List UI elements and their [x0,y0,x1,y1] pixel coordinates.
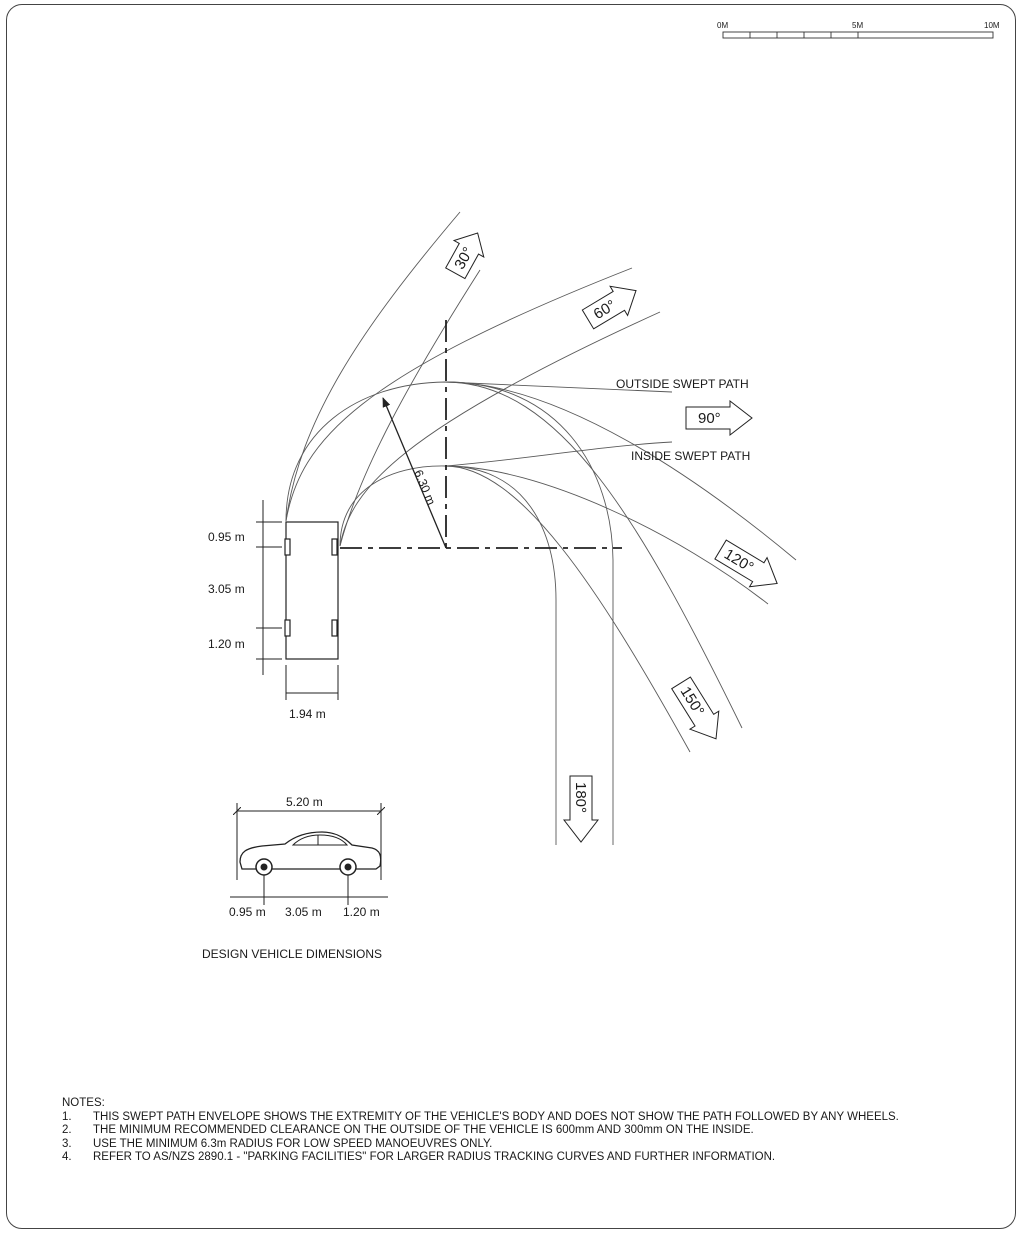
radius-dimension: 6.30 m [382,397,447,549]
wheel-rear-left [284,619,291,637]
path-180-outer [444,381,614,845]
scale-label-10: 10M [984,21,1000,30]
note-text: THE MINIMUM RECOMMENDED CLEARANCE ON THE… [93,1124,754,1136]
outside-swept-path-label: OUTSIDE SWEPT PATH [616,377,749,391]
swept-path-curves [285,211,797,845]
side-view-vehicle [239,831,382,876]
angle-arrow-180: 180° [562,775,600,843]
note-number: 2. [62,1124,72,1136]
inside-swept-path-label: INSIDE SWEPT PATH [631,449,750,463]
plan-dimensions: 0.95 m 3.05 m 1.20 m 1.94 m [208,500,339,721]
path-120-inner [444,465,769,605]
car-windows [291,834,349,846]
angle-arrow-30: 30° [445,232,485,280]
note-item: 1. THIS SWEPT PATH ENVELOPE SHOWS THE EX… [62,1111,992,1125]
wheel-front-right [331,538,338,556]
path-120-outer [444,381,797,561]
note-number: 1. [62,1110,72,1123]
path-60-outer [285,267,633,522]
note-text: USE THE MINIMUM 6.3m RADIUS FOR LOW SPEE… [93,1137,493,1150]
path-30-outer [285,211,461,522]
side-rear-overhang: 1.20 m [343,905,380,919]
design-vehicle-caption: DESIGN VEHICLE DIMENSIONS [202,947,382,961]
note-item: 4. REFER TO AS/NZS 2890.1 - "PARKING FAC… [62,1151,992,1165]
plan-front-overhang: 0.95 m [208,530,245,544]
radius-label: 6.30 m [411,468,438,507]
side-front-overhang: 0.95 m [229,905,266,919]
side-length: 5.20 m [286,795,323,809]
angle-arrow-60: 60° [581,285,637,330]
notes-title: NOTES: [62,1097,105,1109]
angle-label-180: 180° [572,782,589,813]
plan-view-vehicle [284,521,339,660]
note-text: REFER TO AS/NZS 2890.1 - "PARKING FACILI… [93,1151,776,1163]
note-number: 3. [62,1137,72,1150]
path-90-outer [285,381,673,522]
plan-rear-overhang: 1.20 m [208,637,245,651]
path-90-inner [339,441,673,547]
side-wheelbase: 3.05 m [285,905,322,919]
note-item: 2. THE MINIMUM RECOMMENDED CLEARANCE ON … [62,1124,992,1138]
side-dimensions: 5.20 m 0.95 m 3.05 m 1.20 m DESIGN VEHIC… [202,795,388,961]
scale-bar: 0M 5M 10M [717,21,1000,39]
scale-label-0: 0M [717,21,728,30]
drawing-sheet [6,4,1016,1229]
note-number: 4. [62,1151,72,1163]
path-150-outer [444,381,743,729]
plan-wheelbase: 3.05 m [208,582,245,596]
note-text: THIS SWEPT PATH ENVELOPE SHOWS THE EXTRE… [93,1110,899,1123]
path-30-inner [339,269,481,547]
angle-arrow-120: 120° [714,539,778,588]
vehicle-body [285,521,339,660]
notes-block: NOTES: 1. THIS SWEPT PATH ENVELOPE SHOWS… [62,1097,992,1165]
path-180-inner [444,465,557,845]
note-item: 3. USE THE MINIMUM 6.3m RADIUS FOR LOW S… [62,1138,992,1152]
angle-label-90: 90° [698,410,721,427]
angle-arrow-90: 90° [685,399,753,437]
plan-width: 1.94 m [289,707,326,721]
wheel-rear-right [331,619,338,637]
path-150-inner [444,465,691,753]
scale-label-5: 5M [852,21,863,30]
wheel-front-left [284,538,291,556]
centre-lines [340,320,622,549]
